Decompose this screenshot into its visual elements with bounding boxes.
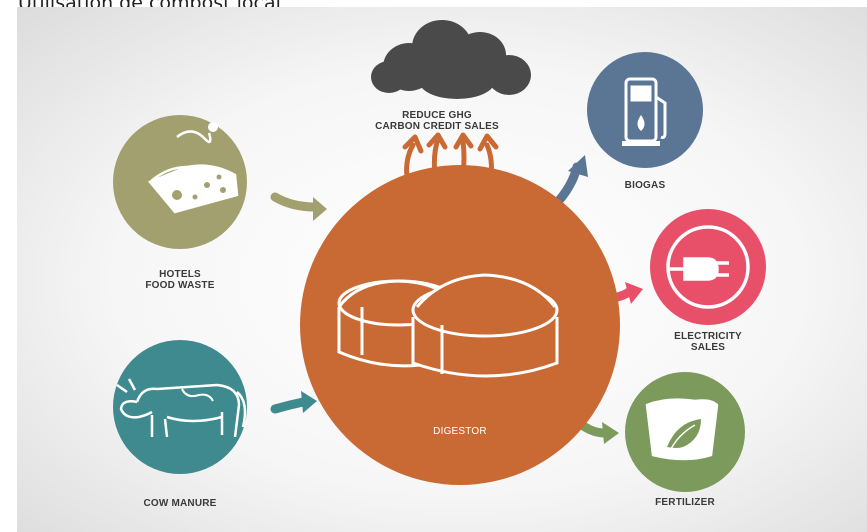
fertilizer-bag-icon (645, 398, 719, 461)
digestor-label: DIGESTOR (410, 426, 510, 437)
fertilizer-label-line1: FERTILIZER (655, 497, 715, 508)
cow-manure-label-line1: COW MANURE (143, 498, 217, 509)
electricity-label: ELECTRICITY SALES (658, 331, 758, 353)
fertilizer-label: FERTILIZER (635, 497, 735, 508)
ghg-label-line1: REDUCE GHG (402, 110, 472, 121)
cloud-icon (371, 20, 531, 99)
cow-icon (116, 378, 247, 438)
biogas-flow-diagram: REDUCE GHG CARBON CREDIT SALES HOTELS FO… (17, 7, 867, 532)
electricity-label-line1: ELECTRICITY (674, 331, 742, 342)
flow-arrows (270, 155, 643, 444)
food-waste-label-line1: HOTELS (159, 269, 201, 280)
ghg-label: REDUCE GHG CARBON CREDIT SALES (367, 110, 507, 132)
food-waste-label: HOTELS FOOD WASTE (130, 269, 230, 291)
cow-manure-label: COW MANURE (130, 498, 230, 509)
cheese-icon (147, 122, 239, 214)
digestor-label-text: DIGESTOR (433, 426, 487, 437)
biogas-circle (587, 52, 703, 168)
plug-icon (666, 225, 750, 309)
biogas-label: BIOGAS (595, 180, 695, 191)
food-waste-label-line2: FOOD WASTE (145, 280, 215, 291)
biogas-label-line1: BIOGAS (624, 180, 666, 191)
electricity-label-line2: SALES (690, 342, 726, 353)
diagram-graphics (113, 20, 766, 492)
digestor-tanks-icon (337, 273, 559, 378)
ghg-label-line2: CARBON CREDIT SALES (375, 121, 499, 132)
cow-manure-circle (113, 340, 247, 474)
fuel-pump-icon (622, 77, 667, 146)
